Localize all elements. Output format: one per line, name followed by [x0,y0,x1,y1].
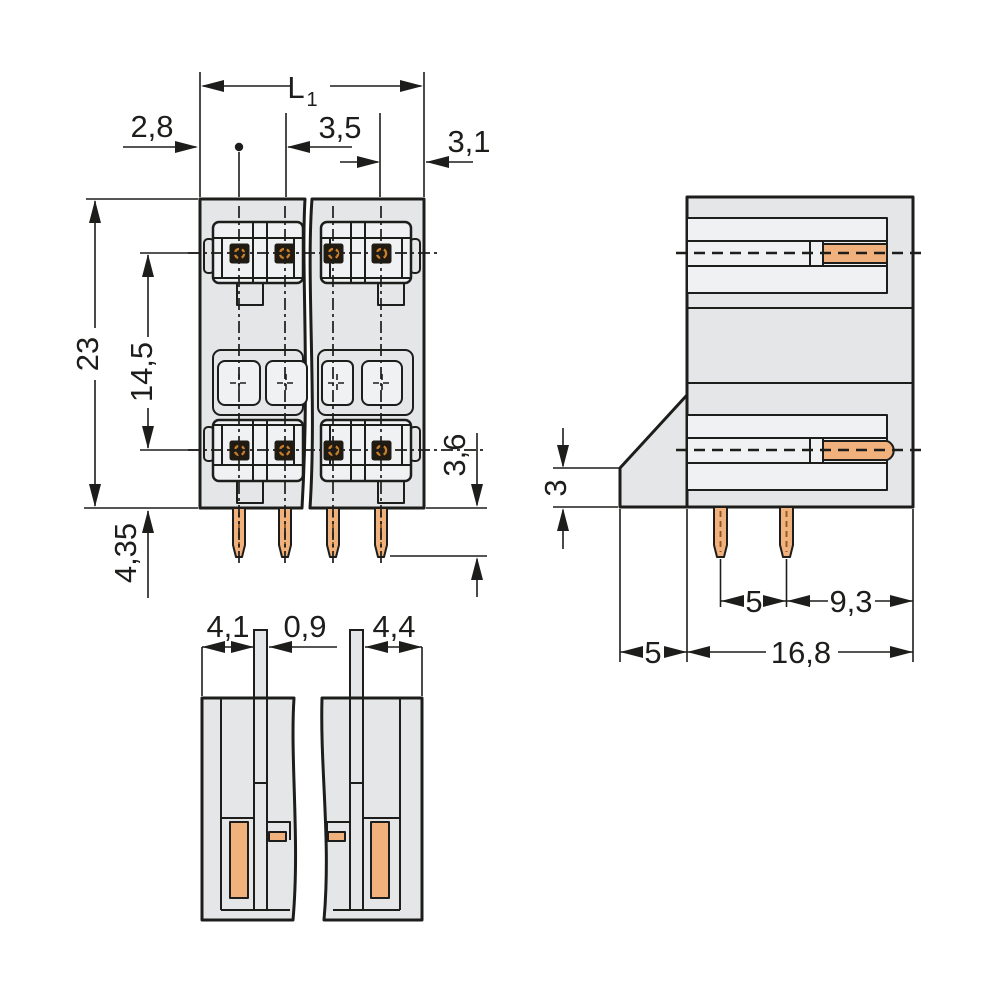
dim-height: 23 [70,200,105,507]
dim-depth-row: 5 16,8 [620,635,913,670]
side-top-channel [686,217,888,294]
dim-label-l1-sub: 1 [306,89,317,111]
bottom-left-interior [220,698,291,911]
bottom-view: 4,1 0,9 4,4 [200,609,424,922]
side-view: 3 5 9,3 [538,195,926,670]
front-solder-pins [232,507,388,558]
dim-label-pin-spacing: 5 [745,584,762,619]
dim-label-right-offset: 3,1 [447,124,490,159]
bottom-dimensions: 4,1 0,9 4,4 [201,609,423,696]
dim-pin-spacing-row: 5 9,3 [720,584,913,619]
bottom-body-left-module [200,696,298,922]
dim-label-flange-height: 3 [538,479,573,496]
dim-label-pitch: 3,5 [318,110,361,145]
dim-tip-clearance: 3,6 [437,433,483,597]
bottom-left-tab [253,629,268,701]
side-solder-pins [713,506,794,558]
dim-label-pin-length: 4,35 [108,523,143,583]
dim-tab-width: 0,9 [269,609,337,653]
side-centerlines [676,251,926,452]
dim-label-row-spacing: 14,5 [124,342,159,402]
dim-label-tip-clearance: 3,6 [437,433,472,476]
bottom-right-tab [349,629,364,701]
dim-label-l1: L [287,70,304,105]
dim-label-flange-depth: 5 [644,635,661,670]
front-view: L 1 2,8 3,5 3,1 [70,70,491,598]
dim-right-offset: 3,1 [340,124,491,168]
front-dimensions: L 1 2,8 3,5 3,1 [70,70,491,598]
dim-left-width: 4,1 [202,609,254,653]
front-centerlines [188,206,483,566]
dim-left-offset: 2,8 [123,109,198,153]
dim-label-left-offset: 2,8 [130,109,173,144]
dim-label-total-depth: 16,8 [771,635,831,670]
dim-label-left-width: 4,1 [206,609,249,644]
pole-one-dot [234,142,244,152]
dim-label-pin-to-edge: 9,3 [829,584,872,619]
pole-one-marker [234,142,244,197]
dim-right-width: 4,4 [365,609,422,653]
side-dimensions: 3 5 9,3 [538,428,914,670]
dim-label-height: 23 [70,337,105,371]
bottom-right-interior [326,698,401,911]
dim-flange-height: 3 [538,428,573,549]
dim-label-right-width: 4,4 [372,609,415,644]
dim-label-tab-width: 0,9 [283,609,326,644]
dim-pitch: 3,5 [287,110,362,153]
dim-pin-length: 4,35 [108,510,154,598]
bottom-body-right-module [320,696,424,922]
side-bottom-channel [686,414,895,491]
dim-l1: L 1 [201,70,423,111]
dim-row-spacing: 14,5 [124,254,159,449]
